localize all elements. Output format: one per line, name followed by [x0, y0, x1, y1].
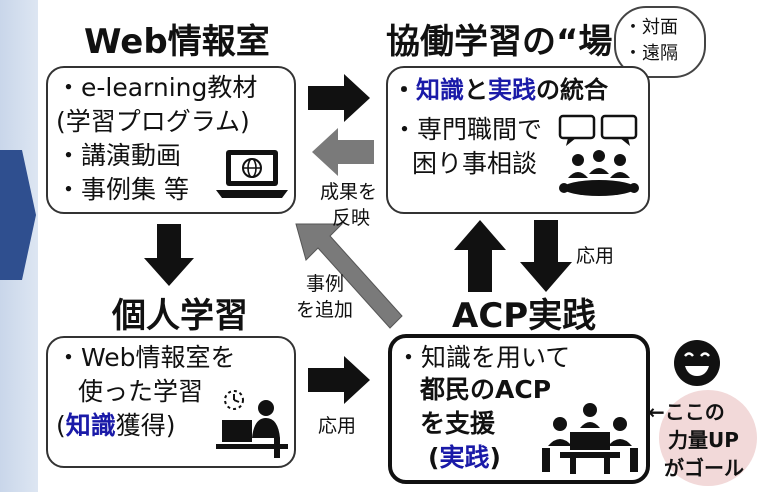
- acp-line-3: を支援: [420, 409, 496, 438]
- acp-line-4: (実践): [428, 442, 501, 474]
- person-studying-icon: [216, 390, 288, 458]
- web-room-line-1: ・e-learning教材: [56, 73, 258, 102]
- goal-line-3: がゴール: [664, 456, 744, 480]
- collab-line-2: ・専門職間で: [392, 115, 543, 144]
- laptop-globe-icon: [216, 150, 288, 198]
- arrow-add-cases-diagonal: [295, 223, 403, 329]
- side-chevron-icon: [0, 150, 36, 280]
- smiling-face-icon: [674, 340, 720, 386]
- collab-line-1-bullet: ・: [392, 76, 416, 104]
- bubble-face-to-face: ・対面: [624, 17, 678, 38]
- arrow-acp-to-collab-up: [454, 220, 506, 292]
- add-cases-label-2: を追加: [296, 299, 354, 321]
- apply-label-bottom: 応用: [318, 415, 357, 437]
- acp-line-1: ・知識を用いて: [396, 343, 571, 372]
- goal-line-1: ←ここの: [648, 400, 725, 424]
- feedback-label-2: 反映: [332, 207, 371, 229]
- collab-box: ・知識と実践の統合 ・専門職間で 困り事相談: [386, 66, 650, 214]
- arrow-collab-to-acp-down: [520, 220, 572, 292]
- meeting-table-icon: [542, 403, 638, 474]
- acp-paren-close: ): [489, 443, 501, 472]
- personal-acquisition: 獲得): [115, 411, 176, 440]
- collab-knowledge: 知識: [416, 76, 464, 104]
- web-room-line-3: ・講演動画: [56, 141, 182, 170]
- personal-paren-open: (: [56, 411, 66, 440]
- web-room-box: ・e-learning教材 (学習プログラム) ・講演動画 ・事例集 等: [46, 66, 296, 214]
- arrow-personal-to-acp: [308, 356, 370, 404]
- apply-label-right: 応用: [576, 245, 615, 267]
- add-cases-label-1: 事例: [306, 273, 345, 295]
- feedback-label-1: 成果を: [320, 181, 378, 203]
- collab-line-1: ・知識と実践の統合: [392, 74, 608, 106]
- web-room-line-2: (学習プログラム): [56, 107, 250, 136]
- personal-knowledge: 知識: [65, 411, 116, 440]
- goal-background-blob: [659, 390, 757, 486]
- acp-box: ・知識を用いて 都民のACP を支援 (実践): [388, 334, 650, 484]
- personal-line-1: ・Web情報室を: [56, 343, 236, 372]
- arrow-feedback-gray: [312, 128, 374, 176]
- web-room-title: Web情報室: [84, 22, 270, 62]
- collab-integration: の統合: [536, 76, 608, 104]
- acp-practice: 実践: [439, 443, 490, 472]
- acp-line-2: 都民のACP: [420, 375, 552, 404]
- personal-box: ・Web情報室を 使った学習 (知識獲得): [46, 336, 296, 468]
- acp-paren-open: (: [428, 443, 440, 472]
- collab-practice: 実践: [488, 76, 536, 104]
- arrow-web-to-collab: [308, 74, 370, 122]
- bubble-remote: ・遠隔: [624, 43, 678, 64]
- personal-line-3: (知識獲得): [56, 410, 176, 442]
- personal-line-2: 使った学習: [78, 377, 204, 406]
- collab-and: と: [464, 76, 488, 104]
- group-discussion-icon: [558, 114, 639, 196]
- personal-title: 個人学習: [112, 296, 248, 336]
- collab-line-3: 困り事相談: [412, 149, 538, 178]
- arrow-web-to-personal: [144, 224, 194, 286]
- web-room-line-4: ・事例集 等: [56, 175, 189, 204]
- collab-title: 協働学習の“場”: [386, 22, 635, 62]
- acp-title: ACP実践: [452, 296, 597, 336]
- goal-line-2: 力量UP: [668, 428, 739, 452]
